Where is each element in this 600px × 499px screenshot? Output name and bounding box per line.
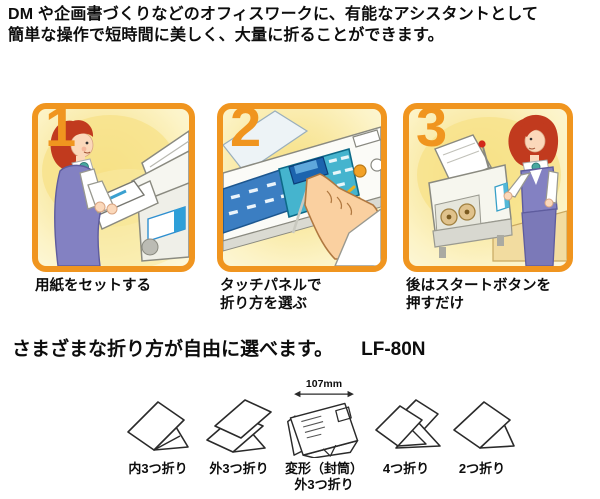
step3-number: 3 — [416, 103, 448, 158]
fold-label: 外3つ折り — [209, 461, 269, 476]
fold-item-outside-tri-fold: 外3つ折り — [200, 378, 278, 477]
quarter-fold-icon — [375, 399, 441, 449]
step3-woman-start-button-illustration — [417, 114, 567, 266]
half-fold-icon — [453, 401, 515, 449]
fold-label: 内3つ折り — [128, 461, 188, 476]
fold-item-quarter-fold: 4つ折り — [370, 378, 442, 477]
step2-touch-panel-illustration — [223, 110, 381, 266]
folds-heading-text: さまざまな折り方が自由に選べます。 — [12, 339, 334, 360]
fold-item-envelope-tri-fold: 107mm — [278, 378, 370, 493]
fold-label: 変形（封筒） 外3つ折り — [284, 461, 363, 492]
step1-number: 1 — [45, 103, 77, 158]
step1-woman-loading-paper-illustration — [42, 115, 189, 266]
intro-text: DM や企画書づくりなどのオフィスワークに、有能なアシスタントとして 簡単な操作… — [8, 4, 596, 46]
fold-label: 4つ折り — [382, 461, 430, 476]
step-panel-1: 1 — [32, 103, 195, 272]
dimension-arrow-icon — [294, 390, 354, 398]
step2-number: 2 — [230, 103, 262, 158]
inside-tri-fold-icon — [127, 401, 189, 451]
step2-caption: タッチパネルで 折り方を選ぶ — [220, 278, 322, 312]
fold-label: 2つ折り — [458, 461, 506, 476]
step-panel-3: 3 — [403, 103, 573, 272]
fold-types-row: 内3つ折り 外3つ折り 107mm — [116, 378, 522, 493]
model-name: LF-80N — [361, 339, 426, 360]
intro-line1: DM や企画書づくりなどのオフィスワークに、有能なアシスタントとして — [8, 6, 539, 23]
step3-caption: 後はスタートボタンを 押すだけ — [406, 278, 551, 312]
dimension-label: 107mm — [305, 378, 343, 390]
fold-item-inside-tri-fold: 内3つ折り — [116, 378, 200, 477]
folds-heading: さまざまな折り方が自由に選べます。 LF-80N — [12, 334, 426, 361]
step1-caption: 用紙をセットする — [35, 278, 151, 294]
intro-line2: 簡単な操作で短時間に美しく、大量に折ることができます。 — [8, 27, 444, 44]
envelope-tri-fold-icon — [287, 402, 359, 458]
outside-tri-fold-icon — [206, 399, 272, 453]
step-panel-2: 2 — [217, 103, 387, 272]
fold-item-half-fold: 2つ折り — [442, 378, 522, 477]
